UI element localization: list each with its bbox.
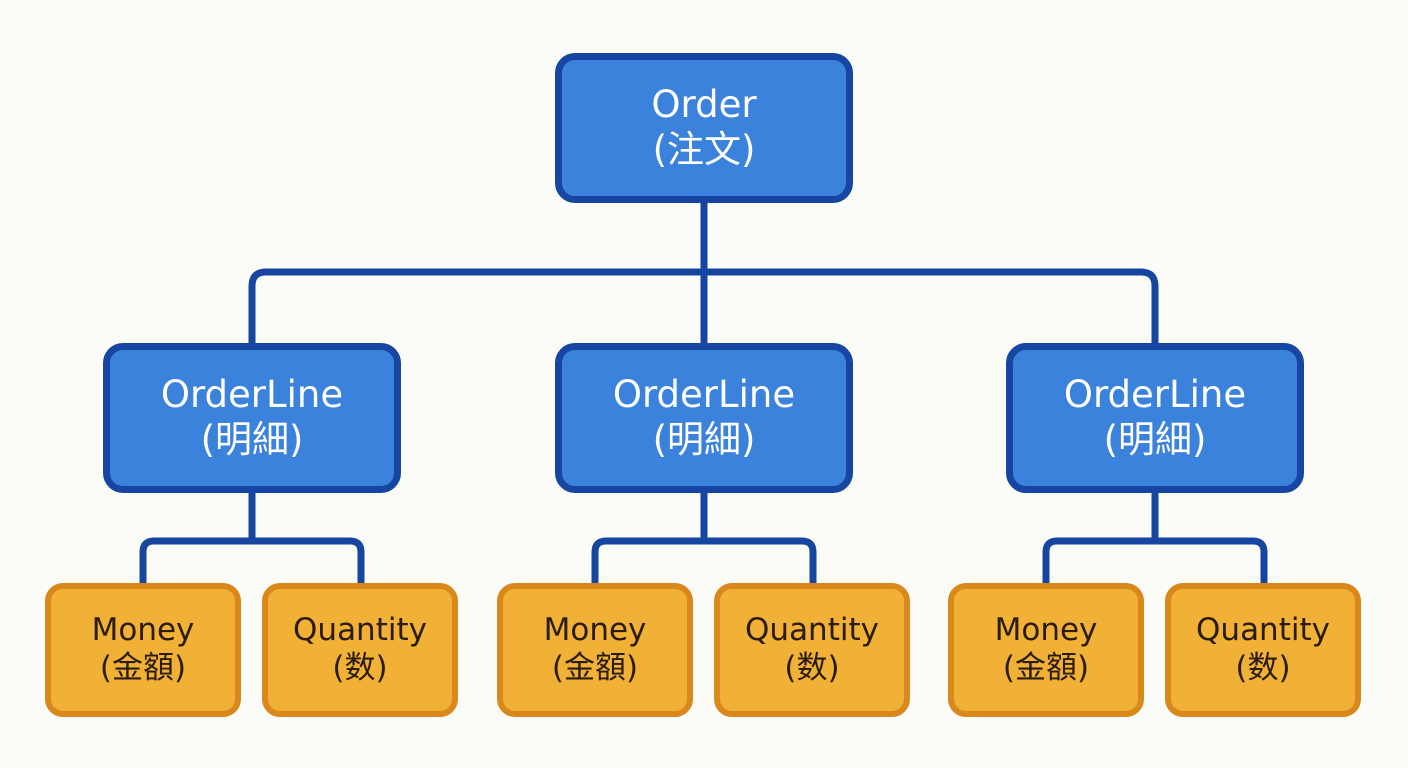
node-sublabel: (金額)	[1002, 650, 1090, 687]
node-label: Money	[91, 612, 195, 649]
node-label: Money	[543, 612, 647, 649]
node-quantity-2: Quantity (数)	[714, 583, 910, 717]
node-sublabel: (明細)	[652, 418, 756, 462]
node-orderline-2: OrderLine (明細)	[555, 343, 853, 493]
node-sublabel: (明細)	[200, 418, 304, 462]
node-label: Money	[994, 612, 1098, 649]
node-sublabel: (数)	[784, 650, 840, 687]
node-quantity-1: Quantity (数)	[262, 583, 458, 717]
node-order: Order (注文)	[555, 53, 853, 203]
node-label: Quantity	[745, 612, 879, 649]
connector-line-3-branch	[1042, 537, 1268, 587]
node-orderline-1: OrderLine (明細)	[103, 343, 401, 493]
node-label: Quantity	[293, 612, 427, 649]
connector-line-1-branch	[139, 537, 365, 587]
node-orderline-3: OrderLine (明細)	[1006, 343, 1304, 493]
connector-line-2-branch	[591, 537, 817, 587]
node-quantity-3: Quantity (数)	[1165, 583, 1361, 717]
node-label: OrderLine	[612, 372, 796, 416]
node-sublabel: (数)	[1235, 650, 1291, 687]
node-sublabel: (数)	[332, 650, 388, 687]
node-label: OrderLine	[160, 372, 344, 416]
node-sublabel: (注文)	[652, 128, 756, 172]
node-sublabel: (金額)	[99, 650, 187, 687]
connector-root-branch	[248, 268, 1159, 347]
node-money-1: Money (金額)	[45, 583, 241, 717]
node-label: Quantity	[1196, 612, 1330, 649]
node-sublabel: (明細)	[1103, 418, 1207, 462]
node-money-2: Money (金額)	[497, 583, 693, 717]
node-label: OrderLine	[1063, 372, 1247, 416]
node-label: Order	[651, 82, 757, 126]
node-sublabel: (金額)	[551, 650, 639, 687]
node-money-3: Money (金額)	[948, 583, 1144, 717]
